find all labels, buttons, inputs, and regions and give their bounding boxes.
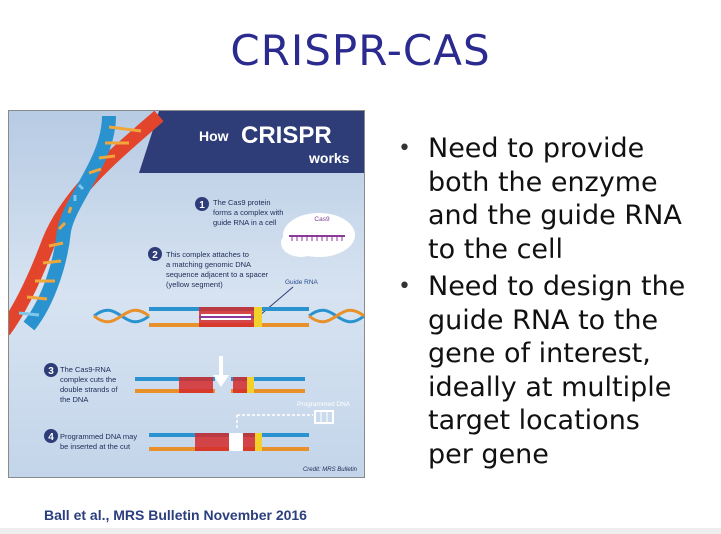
slide-title: CRISPR-CAS	[230, 26, 491, 75]
bullet-line: ideally at multiple	[428, 371, 672, 403]
step-2-text-line: (yellow segment)	[166, 280, 223, 289]
step-3-text-line: complex cuts the	[60, 375, 116, 384]
step-4: 4 Programmed DNA may be inserted at the …	[44, 429, 137, 451]
bullet-item: • Need to provide both the enzyme and th…	[398, 132, 714, 266]
step-3-text-line: the DNA	[60, 395, 88, 404]
step-3-text-line: The Cas9-RNA	[60, 365, 111, 374]
figure-header-works: works	[308, 150, 350, 166]
bullet-dot-icon: •	[398, 136, 411, 161]
step-1-badge	[195, 197, 209, 211]
bullet-dot-icon: •	[398, 274, 411, 299]
double-helix-graphic	[9, 111, 164, 336]
step-4-number: 4	[48, 432, 54, 443]
figure-credit: Credit: MRS Bulletin	[303, 467, 358, 473]
dna-strand-step-3	[135, 356, 305, 393]
step-1-text-line: The Cas9 protein	[213, 198, 271, 207]
cas9-label: Cas9	[314, 216, 330, 223]
crispr-diagram: How CRISPR works	[9, 111, 364, 477]
step-2-text-line: sequence adjacent to a spacer	[166, 270, 269, 279]
step-4-text-line: Programmed DNA may	[60, 432, 137, 441]
citation: Ball et al., MRS Bulletin November 2016	[44, 507, 307, 523]
bullet-line: and the guide RNA	[428, 200, 682, 231]
step-1-number: 1	[199, 200, 205, 211]
step-3-badge	[44, 363, 58, 377]
figure-header-crispr: CRISPR	[241, 122, 332, 149]
crispr-figure: How CRISPR works	[8, 110, 365, 478]
bullet-line: guide RNA to the	[428, 304, 659, 336]
bullet-line: to the cell	[428, 233, 564, 265]
programmed-dna-label: Programmed DNA	[297, 401, 351, 408]
figure-header-how: How	[199, 128, 229, 144]
bullet-line: both the enzyme	[428, 166, 658, 198]
step-3: 3 The Cas9-RNA complex cuts the double s…	[44, 363, 118, 404]
bullet-line: gene of interest,	[428, 338, 651, 369]
step-1: 1 The Cas9 protein forms a complex with …	[195, 197, 283, 227]
step-2-number: 2	[152, 250, 158, 261]
step-1-text-line: forms a complex with	[213, 208, 283, 217]
bullet-item: • Need to design the guide RNA to the ge…	[398, 270, 714, 471]
step-3-number: 3	[48, 366, 54, 377]
step-2-text-line: a matching genomic DNA	[166, 260, 251, 269]
bottom-bar	[0, 528, 721, 534]
step-1-text-line: guide RNA in a cell	[213, 218, 277, 227]
cas9-complex-graphic: Cas9	[281, 213, 355, 257]
step-3-text-line: double strands of	[60, 385, 118, 394]
figure-header-band	[139, 111, 364, 173]
step-2: 2 This complex attaches to a matching ge…	[148, 247, 319, 317]
dna-strand-step-2	[93, 307, 364, 327]
guide-rna-label: Guide RNA	[285, 279, 319, 286]
step-2-badge	[148, 247, 162, 261]
bullet-line: per gene	[428, 438, 549, 470]
bullet-line: Need to design the	[428, 271, 686, 302]
bullet-list: • Need to provide both the enzyme and th…	[398, 132, 714, 475]
programmed-dna-graphic: Programmed DNA	[236, 401, 351, 429]
step-4-badge	[44, 429, 58, 443]
dna-strand-step-4	[149, 433, 309, 451]
step-2-text-line: This complex attaches to	[166, 250, 249, 259]
bullet-line: target locations	[428, 405, 640, 436]
bullet-line: Need to provide	[428, 133, 645, 164]
step-4-text-line: be inserted at the cut	[60, 442, 131, 451]
